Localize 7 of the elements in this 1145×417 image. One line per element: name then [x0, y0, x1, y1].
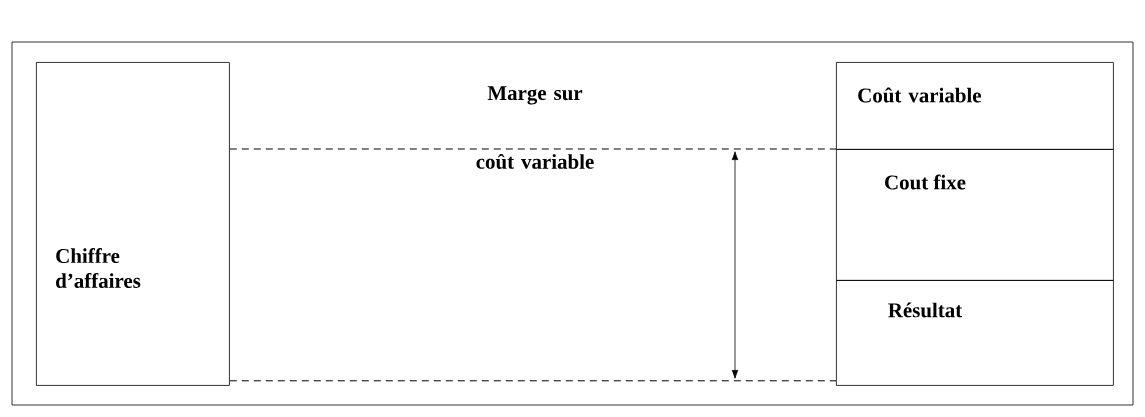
box: Cout fixe: [836, 149, 1114, 281]
label-text: Marge sur coût variable: [476, 86, 594, 169]
box: Chiffre d’affaires: [36, 62, 230, 386]
dashed-line: [229, 380, 837, 382]
box: Résultat: [836, 280, 1114, 386]
box: Coût variable: [836, 62, 1114, 150]
dashed-line: [229, 148, 837, 150]
